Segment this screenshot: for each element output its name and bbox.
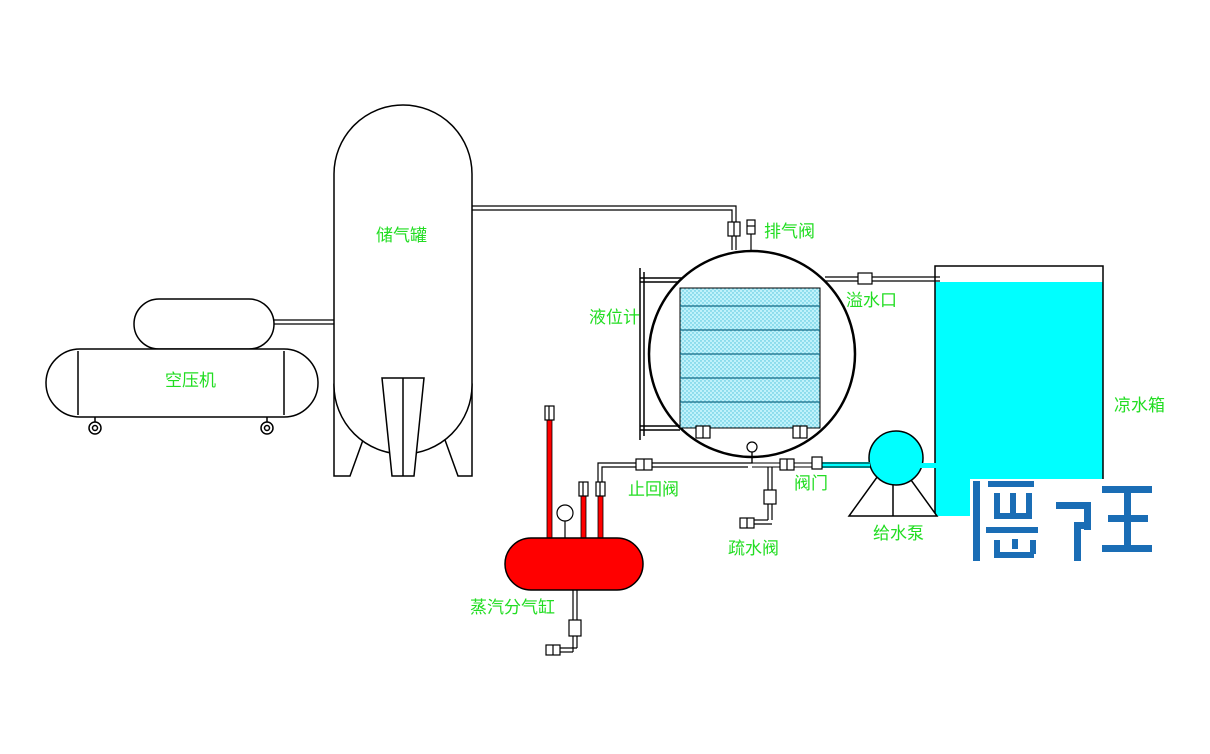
autoclave-vessel (647, 249, 857, 459)
feed-pump (847, 430, 939, 517)
level-gauge-label: 液位计 (589, 308, 640, 328)
steam-header (504, 537, 644, 591)
compressor-tank-pipe (274, 319, 334, 325)
exhaust-valve (727, 219, 756, 254)
overflow-port-label: 溢水口 (846, 291, 897, 311)
steam-header-drain (545, 590, 582, 656)
check-valve-label: 止回阀 (628, 480, 679, 500)
company-logo-icon (970, 479, 1154, 563)
air-tank-label: 储气罐 (376, 226, 427, 246)
cold-water-tank (934, 265, 1104, 516)
valve-label: 阀门 (794, 474, 828, 494)
feed-water-line (752, 456, 936, 471)
steam-header-label: 蒸汽分气缸 (470, 597, 555, 618)
exhaust-valve-label: 排气阀 (764, 222, 815, 242)
air-compressor-label: 空压机 (165, 371, 216, 391)
air-storage-tank (333, 104, 473, 477)
feed-pump-label: 给水泵 (873, 524, 924, 544)
steam-header-pipes (544, 405, 606, 541)
drain-valve (739, 467, 777, 529)
air-compressor (45, 298, 319, 435)
cold-water-tank-label: 凉水箱 (1114, 396, 1165, 416)
overflow-pipe (825, 272, 940, 285)
tank-exhaust-pipe (472, 205, 737, 250)
drain-valve-label: 疏水阀 (728, 539, 779, 559)
